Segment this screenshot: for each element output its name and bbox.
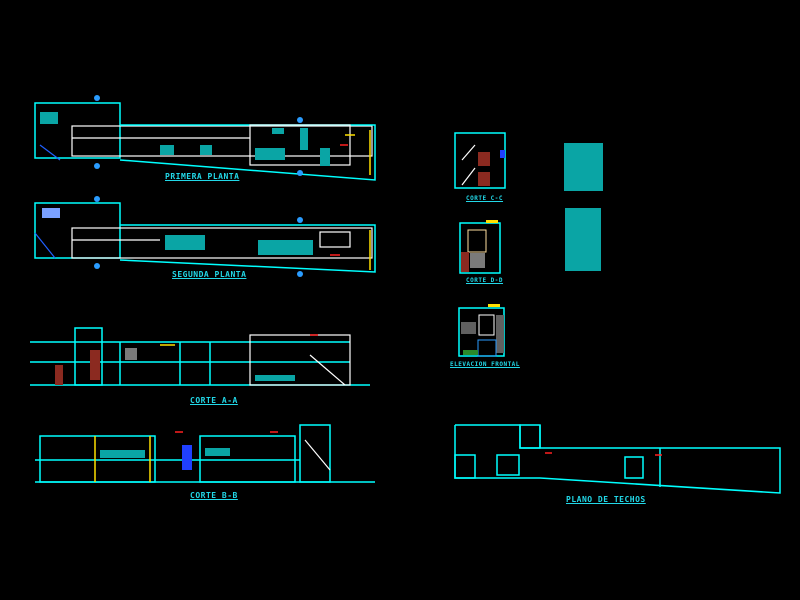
title-corte-cc: CORTE C-C [466, 195, 504, 202]
title-plano-techos: PLANO DE TECHOS [566, 495, 646, 504]
corte-dd-section [459, 220, 501, 274]
corte-aa-section [30, 327, 370, 386]
title-corte-bb: CORTE B-B [190, 491, 238, 500]
primera-planta-plan [34, 95, 376, 181]
title-primera-planta: PRIMERA PLANTA [165, 172, 240, 181]
title-segunda-planta: SEGUNDA PLANTA [172, 270, 247, 279]
schedule-tables [564, 143, 603, 271]
plano-techos-roof-plan [454, 424, 781, 494]
title-elevacion-frontal: ELEVACION FRONTAL [450, 361, 520, 368]
title-corte-aa: CORTE A-A [190, 396, 238, 405]
corte-bb-section [35, 424, 375, 483]
corte-cc-section [454, 132, 506, 189]
title-corte-dd: CORTE D-D [466, 277, 504, 284]
elevacion-frontal [458, 304, 505, 357]
segunda-planta-plan [34, 196, 376, 277]
